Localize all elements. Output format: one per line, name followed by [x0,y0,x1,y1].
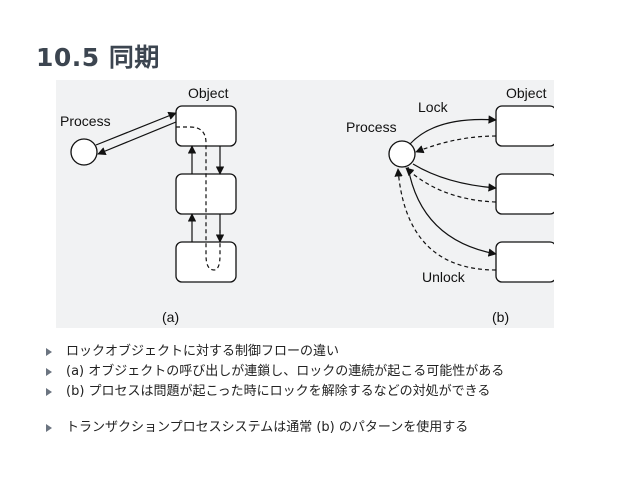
bullet-text: (b) プロセスは問題が起こった時にロックを解除するなどの対処ができる [66,384,491,399]
diagram-b-object-box-1 [495,105,554,147]
diagram-b-caption: (b) [492,309,509,325]
synchronization-figure: Object Process (a) Object Lock Process U… [56,80,554,328]
diagram-a-process-label: Process [60,113,111,129]
diagram-b-object-box-3 [495,241,554,283]
bullet-item: (b) プロセスは問題が起こった時にロックを解除するなどの対処ができる [44,382,504,402]
diagram-b-lock-arrow-3 [407,166,497,257]
diagram-b-lock-label: Lock [418,99,449,115]
bullet-list: ロックオブジェクトに対する制御フローの違い (a) オブジェクトの呼び出しが連鎖… [44,342,504,438]
diagram-b-unlock-arrow-3 [394,168,497,271]
bullet-text: トランザクションプロセスシステムは通常 (b) のパターンを使用する [66,420,469,435]
slide-title: 10.5 同期 [36,43,160,72]
diagram-a-object-label: Object [188,85,229,101]
diagram-a-lock-path [176,126,221,271]
diagram-b-unlock-label: Unlock [422,269,466,285]
diagram-a-object-box-2 [175,173,237,215]
diagram-b-unlock-arrow-2 [405,167,497,203]
bullet-arrow-icon [46,348,52,356]
bullet-arrow-icon [46,424,52,432]
diagram-b-process-label: Process [346,119,397,135]
diagram-b-unlock-arrow-1 [415,135,497,154]
diagram-a: Object Process (a) [60,85,237,325]
diagram-a-object-box-3 [175,241,237,283]
bullet-arrow-icon [46,388,52,396]
bullet-item: トランザクションプロセスシステムは通常 (b) のパターンを使用する [44,418,504,438]
bullet-arrow-icon [46,368,52,376]
bullet-item: ロックオブジェクトに対する制御フローの違い [44,342,504,362]
synchronization-diagram-svg: Object Process (a) Object Lock Process U… [60,85,554,325]
diagram-b-process-node [388,140,416,168]
diagram-a-process-node [70,138,98,166]
bullet-item: (a) オブジェクトの呼び出しが連鎖し、ロックの連続が起こる可能性がある [44,362,504,382]
bullet-text: ロックオブジェクトに対する制御フローの違い [66,344,340,359]
diagram-a-return-arrow [97,121,177,156]
diagram-a-call-arrow [95,111,177,146]
diagram-b-object-box-2 [495,173,554,215]
diagram-b-lock-arrow-2 [412,163,497,192]
diagram-a-caption: (a) [162,309,179,325]
bullet-text: (a) オブジェクトの呼び出しが連鎖し、ロックの連続が起こる可能性がある [66,364,505,379]
diagram-b-lock-arrow-1 [409,115,497,145]
diagram-b-object-label: Object [506,85,547,101]
diagram-b: Object Lock Process Unlock (b) [346,85,554,325]
